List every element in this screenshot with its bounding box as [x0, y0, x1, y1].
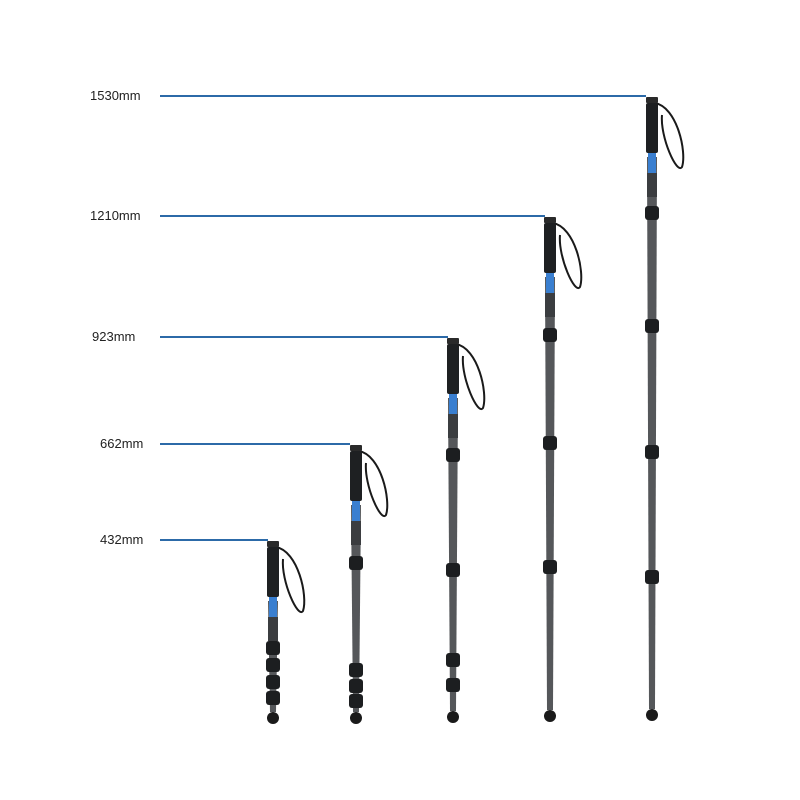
twist-lock: [645, 445, 659, 459]
height-label: 432mm: [100, 532, 144, 547]
dimension-leader-line: [160, 215, 545, 217]
twist-lock: [446, 448, 460, 462]
brand-label: [546, 273, 554, 293]
dimension-leader-line: [160, 443, 350, 445]
twist-lock: [349, 694, 363, 708]
twist-lock: [543, 328, 557, 342]
upper-section: [351, 521, 361, 545]
twist-lock: [349, 663, 363, 677]
twist-lock: [645, 570, 659, 584]
twist-lock: [266, 691, 280, 705]
twist-lock: [645, 206, 659, 220]
twist-lock: [645, 319, 659, 333]
head-plate: [447, 338, 459, 344]
brand-label: [269, 597, 277, 617]
upper-section: [647, 173, 657, 197]
twist-lock: [446, 678, 460, 692]
brand-label: [449, 394, 457, 414]
height-label: 1210mm: [90, 208, 141, 223]
head-plate: [350, 445, 362, 451]
dimension-leader-line: [160, 336, 448, 338]
wrist-strap: [455, 343, 486, 411]
foam-grip: [544, 223, 556, 273]
wrist-strap: [552, 222, 583, 290]
carbon-tube: [448, 398, 458, 711]
twist-lock: [266, 641, 280, 655]
head-plate: [544, 217, 556, 223]
brand-label: [352, 501, 360, 521]
upper-section: [448, 414, 458, 438]
height-label: 662mm: [100, 436, 144, 451]
wrist-strap: [654, 102, 685, 170]
foam-grip: [646, 103, 658, 153]
upper-section: [545, 293, 555, 317]
brand-label: [648, 153, 656, 173]
dimension-leader-line: [160, 95, 646, 97]
rubber-foot: [447, 711, 459, 723]
rubber-foot: [544, 710, 556, 722]
foam-grip: [350, 451, 362, 501]
twist-lock: [349, 556, 363, 570]
twist-lock: [446, 653, 460, 667]
twist-lock: [349, 679, 363, 693]
foam-grip: [447, 344, 459, 394]
head-plate: [267, 541, 279, 547]
twist-lock: [266, 658, 280, 672]
twist-lock: [543, 560, 557, 574]
twist-lock: [446, 563, 460, 577]
rubber-foot: [267, 712, 279, 724]
carbon-tube: [545, 277, 555, 710]
wrist-strap: [358, 450, 389, 518]
dimension-leader-line: [160, 539, 268, 541]
height-label: 1530mm: [90, 88, 141, 103]
upper-section: [268, 617, 278, 641]
head-plate: [646, 97, 658, 103]
rubber-foot: [646, 709, 658, 721]
wrist-strap: [275, 546, 306, 614]
rubber-foot: [350, 712, 362, 724]
foam-grip: [267, 547, 279, 597]
twist-lock: [543, 436, 557, 450]
height-label: 923mm: [92, 329, 136, 344]
twist-lock: [266, 675, 280, 689]
